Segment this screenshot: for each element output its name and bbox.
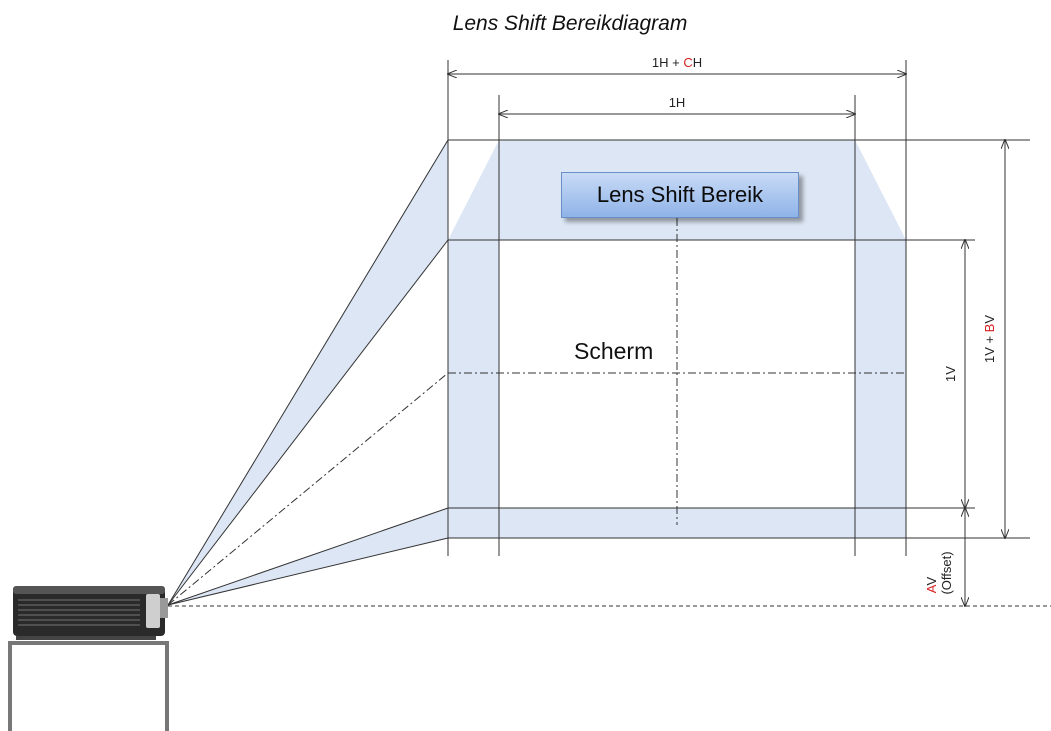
lens-shift-range-label: Lens Shift Bereik (561, 172, 799, 218)
label-1h-plus-ch: 1H + CH (652, 55, 702, 70)
label-1h: 1H (669, 95, 686, 110)
projector-table (8, 641, 169, 731)
diagram-title: Lens Shift Bereikdiagram (452, 12, 688, 35)
label-1v-plus-bv: 1V + BV (982, 315, 997, 363)
screen-label: Scherm (574, 338, 654, 364)
label-offset: (Offset) (939, 551, 954, 594)
projector-icon (13, 586, 168, 640)
label-1v: 1V (943, 366, 958, 382)
label-av: AV (924, 576, 939, 593)
